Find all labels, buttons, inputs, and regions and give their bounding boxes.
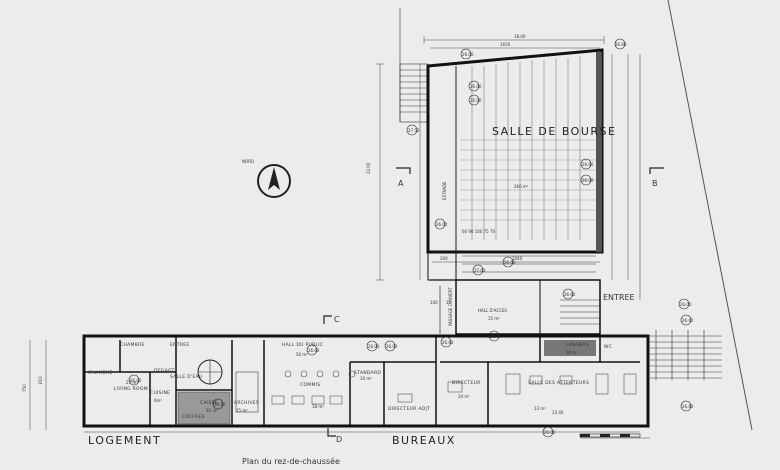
mark-12: 26.60 (490, 334, 502, 339)
plan-caption: Plan du rez-de-chaussée (242, 456, 340, 466)
section-marker-d: D (327, 428, 342, 444)
mark-10: 27.00 (474, 268, 486, 273)
entry-hall-block (430, 279, 601, 335)
hall-acces-area: 15 m² (488, 316, 500, 321)
area-attenteurs: 13 m² (534, 406, 546, 411)
area-lavabos: 10 m² (566, 350, 578, 355)
dim-bottom-a: 1040 (512, 256, 523, 261)
room-archives: ARCHIVES (234, 400, 259, 406)
area-cuisine: 6m² (154, 398, 162, 403)
room-commis: COMMIS (300, 382, 320, 388)
room-wc: WC (604, 344, 612, 350)
mark-4: 26.00 (470, 98, 482, 103)
mark-9: 26.00 (504, 260, 516, 265)
dim-row: 60 90 100 75 70 (462, 229, 496, 234)
room-cuisine: CUISINE (150, 390, 170, 396)
mark-7: 26.00 (582, 178, 594, 183)
entree-label: ENTREE (603, 293, 635, 302)
mark-18: 26.60 (308, 348, 320, 353)
salle-de-bourse (426, 48, 604, 281)
room-directeur: DIRECTEUR (452, 380, 481, 386)
dim-top-total: 18.00 (514, 34, 526, 39)
mark-22: 26.60 (214, 402, 226, 407)
dim-row-h: 610 (38, 376, 43, 384)
mark-14: 26.00 (682, 318, 694, 323)
area-commis: 18 m² (312, 404, 324, 409)
mark-1: 26.00 (462, 52, 474, 57)
mark-2: 26.60 (615, 42, 627, 47)
area-caisse: 32 m² (206, 408, 218, 413)
room-salle-deau: SALLE D'EAU (170, 374, 203, 380)
mark-16: 26.00 (368, 344, 380, 349)
area-directeur: 24 m² (458, 394, 470, 399)
section-c-label: C (334, 315, 340, 324)
room-directeur-adj: DIRECTEUR ADJT (388, 406, 430, 412)
side-stair (648, 330, 722, 380)
area-living: 27 m² (126, 380, 138, 385)
dim-width-left: 750 (22, 384, 27, 392)
north-label: NORD (242, 159, 254, 164)
entrance-stair (560, 299, 600, 325)
section-b-label: B (652, 179, 658, 188)
section-marker-a: A (396, 167, 411, 188)
room-lavabos: LAVABOS (566, 342, 589, 348)
salle-area: 260 m² (514, 184, 529, 189)
section-marker-c: C (323, 315, 340, 324)
bureaux-label: BUREAUX (392, 434, 456, 447)
mark-20: 26.00 (544, 430, 556, 435)
estrade-label: ESTRADE (442, 181, 447, 200)
mark-21: 26.00 (130, 378, 142, 383)
room-chambre-1: CHAMBRE (120, 342, 145, 348)
salle-de-bourse-label: SALLE DE BOURSE (492, 125, 616, 138)
dim-s3: 15 (446, 300, 452, 305)
mark-11: 26.60 (564, 292, 576, 297)
dim-bureaux-w: 13.40 (552, 410, 564, 415)
site-boundary-line (667, 0, 753, 431)
logement-label: LOGEMENT (88, 434, 161, 447)
area-hall-public: 50 m² (296, 352, 308, 357)
section-marker-b: B (649, 167, 664, 188)
room-standard: STANDARD (354, 370, 381, 376)
mark-17: 26.00 (386, 344, 398, 349)
mark-8: 26.00 (436, 222, 448, 227)
dim-top-a: 1650 (500, 42, 511, 47)
dim-left-total: 22.00 (366, 162, 371, 174)
dim-s2: 100 (430, 300, 438, 305)
room-caisse: CAISSE (200, 400, 218, 406)
hall-acces-label: HALL D'ACCES (478, 308, 507, 313)
mark-6: 26.60 (582, 162, 594, 167)
passage-couvert-label: PASSAGE COUVERT (448, 287, 453, 326)
room-salle-attenteurs: SALLE DES ATTENTEURS (528, 380, 589, 386)
room-chambre-2: CHAMBRE (88, 370, 113, 376)
dim-s1: 200 (440, 256, 448, 261)
room-living-room: LIVING ROOM (114, 386, 148, 392)
mark-5: 27.50 (408, 128, 420, 133)
mark-15: 26.60 (682, 404, 694, 409)
room-degagt: DEGAGT (154, 368, 175, 374)
scale-bar (579, 433, 641, 438)
section-d-label: D (336, 435, 342, 444)
mark-19: 26.60 (442, 340, 454, 345)
mark-13: 26.00 (680, 302, 692, 307)
exterior-stair (399, 8, 429, 123)
lower-wing (82, 334, 650, 428)
area-archives: 15 m² (236, 408, 248, 413)
section-a-label: A (398, 179, 404, 188)
north-arrow: NORD (242, 159, 291, 198)
area-standard: 10 m² (360, 376, 372, 381)
room-hall-du-public: HALL DU PUBLIC (282, 342, 323, 348)
dimension-lines (29, 36, 650, 439)
mark-3: 26.00 (470, 84, 482, 89)
room-entree-logement: ENTREE (170, 342, 190, 348)
room-coffres: COFFRES (182, 414, 205, 420)
